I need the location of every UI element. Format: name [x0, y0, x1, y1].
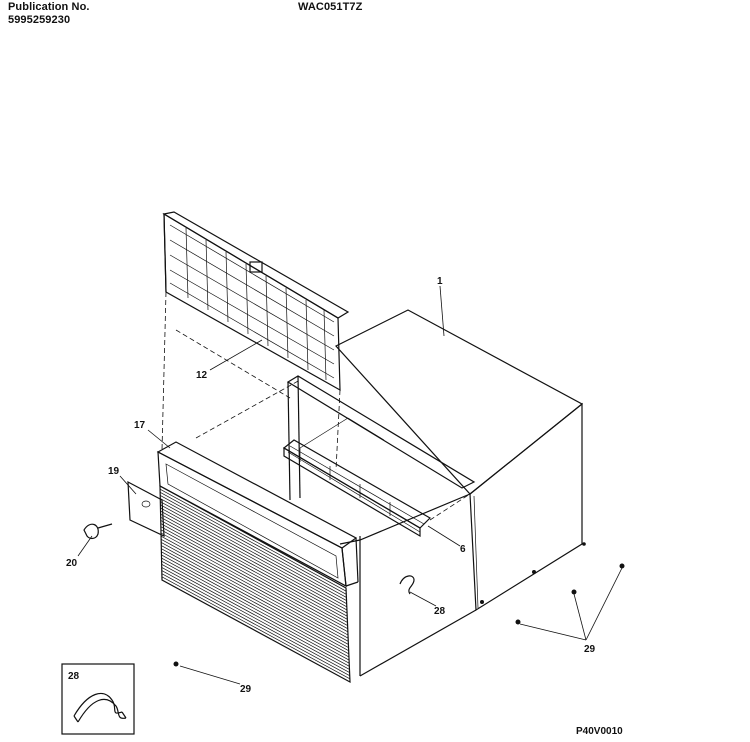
callout-screw-29-front: 29: [240, 684, 252, 695]
louver-rail: [282, 439, 431, 538]
air-filter: [162, 211, 350, 392]
publication-label: Publication No.: [8, 1, 90, 13]
grille-slat: [161, 545, 349, 648]
callout-panel-19: 19: [108, 466, 120, 477]
assembly-guide-lines: [161, 291, 471, 521]
callout-clip-28: 28: [434, 606, 446, 617]
grille-slat: [161, 554, 350, 658]
front-frame: [156, 441, 359, 588]
clip-part-28: [399, 575, 415, 595]
side-panel: [127, 480, 165, 537]
front-grille: [159, 484, 351, 684]
callout-front-frame: 17: [134, 420, 146, 431]
grille-slat: [160, 529, 349, 633]
inset-box: 28: [61, 663, 135, 735]
figure-code: P40V0010: [576, 726, 623, 737]
grille-slat: [161, 548, 349, 651]
callout-cabinet: 1: [437, 276, 443, 287]
grille-slat: [160, 513, 348, 617]
grille-slat: [161, 573, 350, 677]
grille-slat: [160, 501, 347, 604]
grille-slat: [160, 507, 348, 611]
clip-part-20: [83, 523, 113, 540]
grille-slat: [161, 570, 350, 673]
grille-slat: [161, 542, 349, 645]
grille-slat: [161, 551, 349, 655]
grille-slat: [160, 538, 349, 642]
publication-number: 5995259230: [8, 14, 71, 26]
callout-rail-6: 6: [460, 544, 466, 555]
model-number: WAC051T7Z: [298, 1, 363, 13]
callout-clip-20: 20: [66, 558, 78, 569]
callout-filter: 12: [196, 370, 208, 381]
grille-slat: [160, 498, 347, 601]
grille-slat: [161, 560, 350, 664]
grille-slat: [160, 526, 348, 630]
grille-slat: [160, 520, 348, 623]
grille-slat: [159, 488, 347, 592]
grille-slat: [161, 567, 350, 670]
grille-slat: [160, 532, 349, 636]
chassis-rear-panel: [286, 375, 476, 501]
callout-screws-29-side: 29: [584, 644, 596, 655]
grille-slat: [160, 504, 347, 608]
grille-slat: [161, 564, 350, 667]
leader-lines: [77, 285, 623, 685]
grille-slat: [160, 523, 348, 626]
grille-slat: [161, 557, 350, 661]
callout-inset: 28: [68, 671, 80, 682]
grille-slat: [160, 535, 349, 639]
grille-slat: [160, 510, 348, 614]
grille-slat: [160, 495, 347, 598]
cabinet-outer-case: [335, 309, 584, 677]
grille-slat: [161, 576, 351, 680]
screws: [173, 542, 625, 667]
grille-slat: [160, 517, 348, 620]
grille-slat: [159, 491, 347, 595]
